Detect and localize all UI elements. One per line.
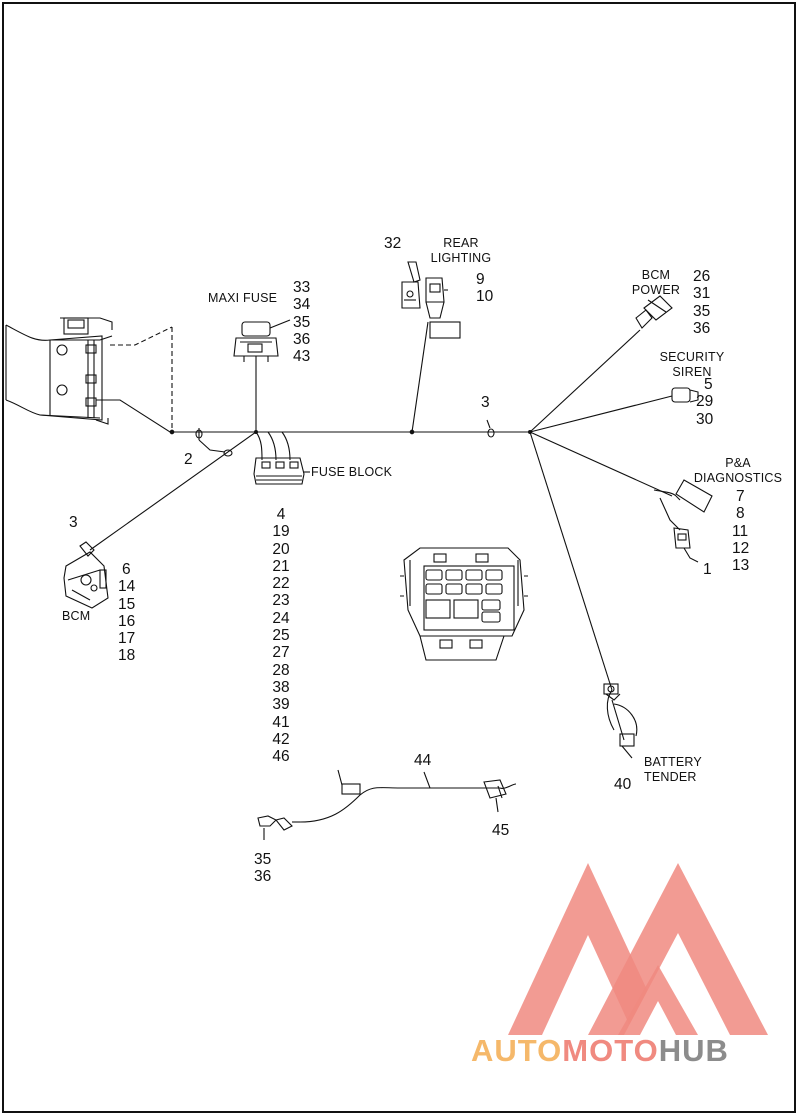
bcm-power-connector <box>635 295 673 329</box>
callout-38: 38 <box>272 678 290 696</box>
callout-2: 2 <box>184 451 193 468</box>
logo-text-auto: AUTO <box>471 1033 563 1068</box>
battery-tender-shape <box>603 683 638 759</box>
callout-24: 24 <box>272 609 290 627</box>
automotohub-logo-text: AUTOMOTOHUB <box>471 1033 729 1069</box>
callout-46: 46 <box>272 748 290 766</box>
callouts-bcm: 6 14 15 16 17 18 <box>118 561 135 665</box>
callouts-bcm-power: 26 31 35 36 <box>693 268 710 337</box>
label-diagnostics: DIAGNOSTICS <box>693 471 783 485</box>
callout-1: 1 <box>703 561 712 578</box>
label-siren: SIREN <box>672 365 712 379</box>
callout-11: 11 <box>732 522 749 540</box>
callout-17: 17 <box>118 630 136 648</box>
callout-16: 16 <box>118 612 136 630</box>
label-tender: TENDER <box>644 770 697 784</box>
callout-12: 12 <box>732 539 750 557</box>
label-battery: BATTERY <box>644 755 702 769</box>
fuse-panel-illustration <box>400 547 528 661</box>
label-bcm-power-line2: POWER <box>631 283 681 297</box>
callout-36: 36 <box>293 330 311 348</box>
callout-41: 41 <box>272 713 290 731</box>
callout-18: 18 <box>118 647 136 665</box>
callout-9: 9 <box>476 271 485 288</box>
callout-10: 10 <box>476 288 494 306</box>
callout-27: 27 <box>272 644 290 662</box>
callout-28: 28 <box>272 661 290 679</box>
callout-35-cable: 35 <box>254 851 272 868</box>
callout-3-bcm: 3 <box>69 514 78 531</box>
callout-43: 43 <box>293 348 311 366</box>
fuse-block-shape <box>253 457 310 485</box>
callout-3-mid: 3 <box>481 394 490 411</box>
callout-22: 22 <box>272 575 290 593</box>
callout-15: 15 <box>118 595 136 613</box>
callout-35: 35 <box>293 313 311 331</box>
label-pa-diagnostics: P&A DIAGNOSTICS <box>686 456 790 486</box>
callouts-rear-lighting: 9 10 <box>476 271 493 306</box>
callout-20: 20 <box>272 540 290 558</box>
callout-36: 36 <box>693 319 711 337</box>
callout-8: 8 <box>736 505 745 523</box>
pa-connectors <box>653 479 713 563</box>
callout-4: 4 <box>276 506 286 523</box>
label-pa: P&A <box>725 456 751 470</box>
callout-5: 5 <box>704 376 713 393</box>
label-battery-tender: BATTERY TENDER <box>644 755 702 785</box>
bcm-shape <box>63 541 109 609</box>
callout-33: 33 <box>293 279 311 296</box>
maxi-fuse-shape <box>233 319 291 432</box>
callout-14: 14 <box>118 578 136 596</box>
callout-25: 25 <box>272 627 290 645</box>
rear-lighting-shape <box>401 261 461 339</box>
callout-19: 19 <box>272 523 290 541</box>
extension-cable <box>257 769 517 840</box>
callouts-cable-connector: 35 36 <box>254 851 271 886</box>
label-lighting: LIGHTING <box>430 251 492 265</box>
label-bcm: BCM <box>62 609 91 623</box>
callouts-fuse-block: 4 19 20 21 22 23 24 25 27 28 38 39 41 42… <box>270 506 292 765</box>
callout-32: 32 <box>384 235 402 252</box>
callout-31: 31 <box>693 285 711 303</box>
callout-39: 39 <box>272 696 290 714</box>
callouts-security-siren: 5 29 30 <box>696 376 713 428</box>
security-siren-connector <box>671 387 699 403</box>
callout-40: 40 <box>614 776 632 793</box>
callout-30: 30 <box>696 410 714 428</box>
label-security: SECURITY <box>659 350 725 364</box>
label-bcm-power: BCM POWER <box>628 268 684 298</box>
callout-6: 6 <box>122 561 131 578</box>
callout-42: 42 <box>272 730 290 748</box>
callout-26: 26 <box>693 268 711 285</box>
callout-23: 23 <box>272 592 290 610</box>
label-rear: REAR <box>443 236 479 250</box>
automotohub-logo-mark <box>508 863 768 1035</box>
callout-34: 34 <box>293 296 311 314</box>
callouts-pa-diagnostics: 7 8 11 12 13 <box>732 488 749 574</box>
callouts-maxi-fuse: 33 34 35 36 43 <box>293 279 310 365</box>
frame-bracket <box>5 317 113 425</box>
callout-45: 45 <box>492 822 510 839</box>
label-rear-lighting: REAR LIGHTING <box>428 236 494 266</box>
callout-13: 13 <box>732 557 750 575</box>
callout-44: 44 <box>414 752 432 769</box>
callout-21: 21 <box>272 557 290 575</box>
callout-7: 7 <box>736 488 745 505</box>
label-bcm-power-line1: BCM <box>641 268 671 282</box>
logo-text-moto: MOTO <box>562 1033 659 1068</box>
label-security-siren: SECURITY SIREN <box>652 350 732 380</box>
logo-text-hub: HUB <box>658 1033 729 1068</box>
callout-29: 29 <box>696 393 714 411</box>
callout-35: 35 <box>693 302 711 320</box>
callout-36-cable: 36 <box>254 868 272 886</box>
label-maxi-fuse: MAXI FUSE <box>208 291 278 305</box>
label-fuse-block: FUSE BLOCK <box>311 465 393 479</box>
